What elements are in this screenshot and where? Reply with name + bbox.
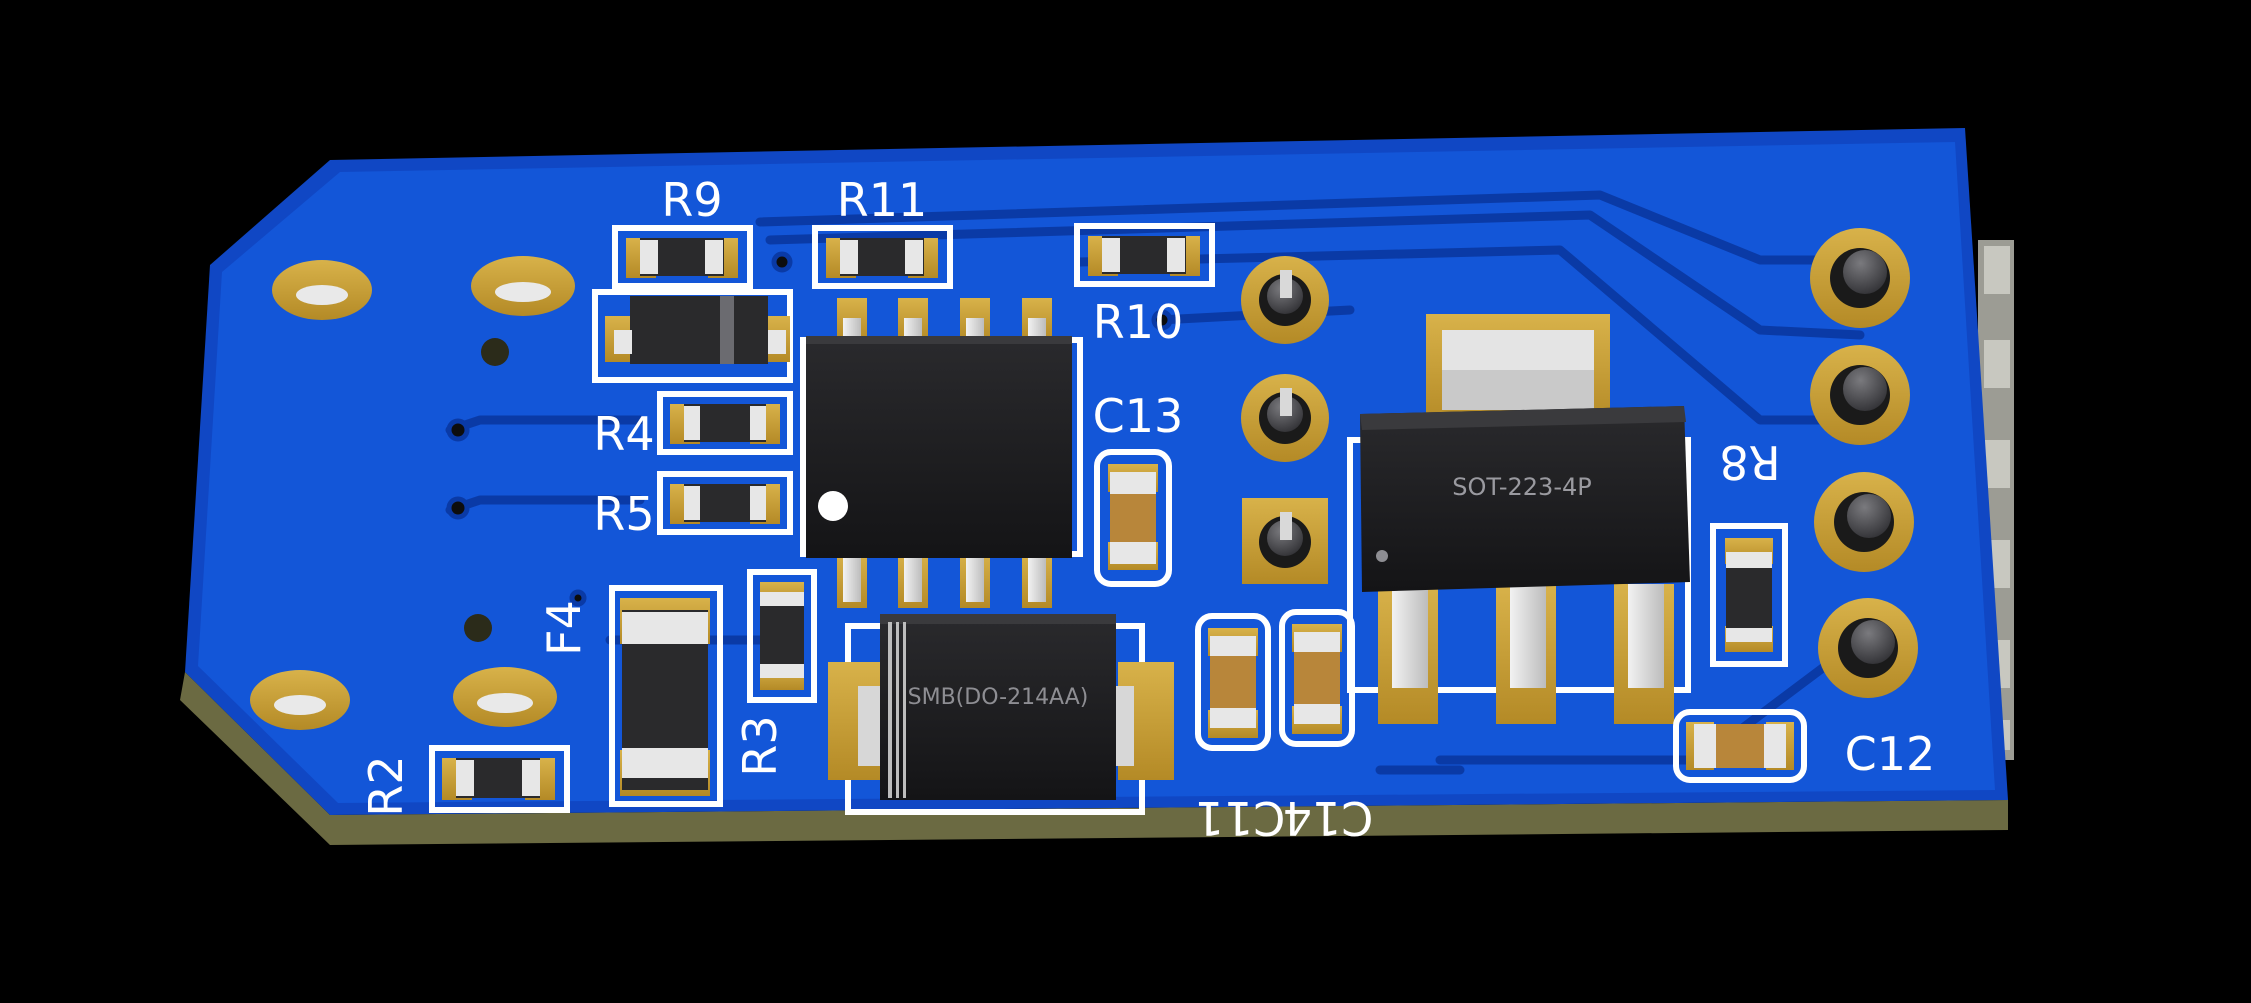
pin1-marker-icon xyxy=(818,491,848,521)
resistor-r10 xyxy=(1074,223,1215,287)
label-r10: R10 xyxy=(1093,295,1184,349)
smb-diode: SMB(DO-214AA) xyxy=(828,614,1174,815)
label-c12: C12 xyxy=(1845,727,1936,781)
silkscreen-labels: R9 R11 R10 R4 R5 C13 R8 F4 R3 R2 C11 C14… xyxy=(359,173,1935,845)
label-r9: R9 xyxy=(661,173,722,227)
resistor-r9 xyxy=(612,225,753,289)
label-r4: R4 xyxy=(593,407,654,461)
resistor-r4 xyxy=(657,391,793,455)
regulator-package-label: SOT-223-4P xyxy=(1452,473,1591,501)
fuse-f4 xyxy=(609,585,723,807)
vias xyxy=(446,251,1173,607)
header-pads-right xyxy=(1810,228,1918,698)
resistor-r8 xyxy=(1710,523,1788,667)
resistor-r3 xyxy=(747,569,817,703)
resistor-r2 xyxy=(429,745,570,813)
capacitor-c14 xyxy=(1279,609,1355,747)
label-c13: C13 xyxy=(1093,389,1184,443)
resistor-r5 xyxy=(657,471,793,535)
capacitor-c11 xyxy=(1195,613,1271,751)
label-c11: C11 xyxy=(1195,791,1286,845)
resistor-r11 xyxy=(812,225,953,289)
mounting-slots xyxy=(250,256,575,730)
label-c14: C14 xyxy=(1283,791,1374,845)
label-r2: R2 xyxy=(359,755,413,816)
label-r5: R5 xyxy=(593,487,654,541)
capacitor-c13 xyxy=(1094,449,1172,587)
soic8-ic xyxy=(800,298,1083,608)
label-r8: R8 xyxy=(1719,435,1780,489)
tht-pads-middle xyxy=(1241,256,1329,584)
diode-package-label: SMB(DO-214AA) xyxy=(908,685,1089,710)
pin1-dot-icon xyxy=(1376,550,1388,562)
label-r3: R3 xyxy=(733,715,787,776)
label-r11: R11 xyxy=(837,173,928,227)
capacitor-c12 xyxy=(1673,709,1807,783)
label-f4: F4 xyxy=(537,600,591,656)
sot223-regulator: SOT-223-4P xyxy=(1347,314,1691,724)
small-diode xyxy=(592,289,793,383)
